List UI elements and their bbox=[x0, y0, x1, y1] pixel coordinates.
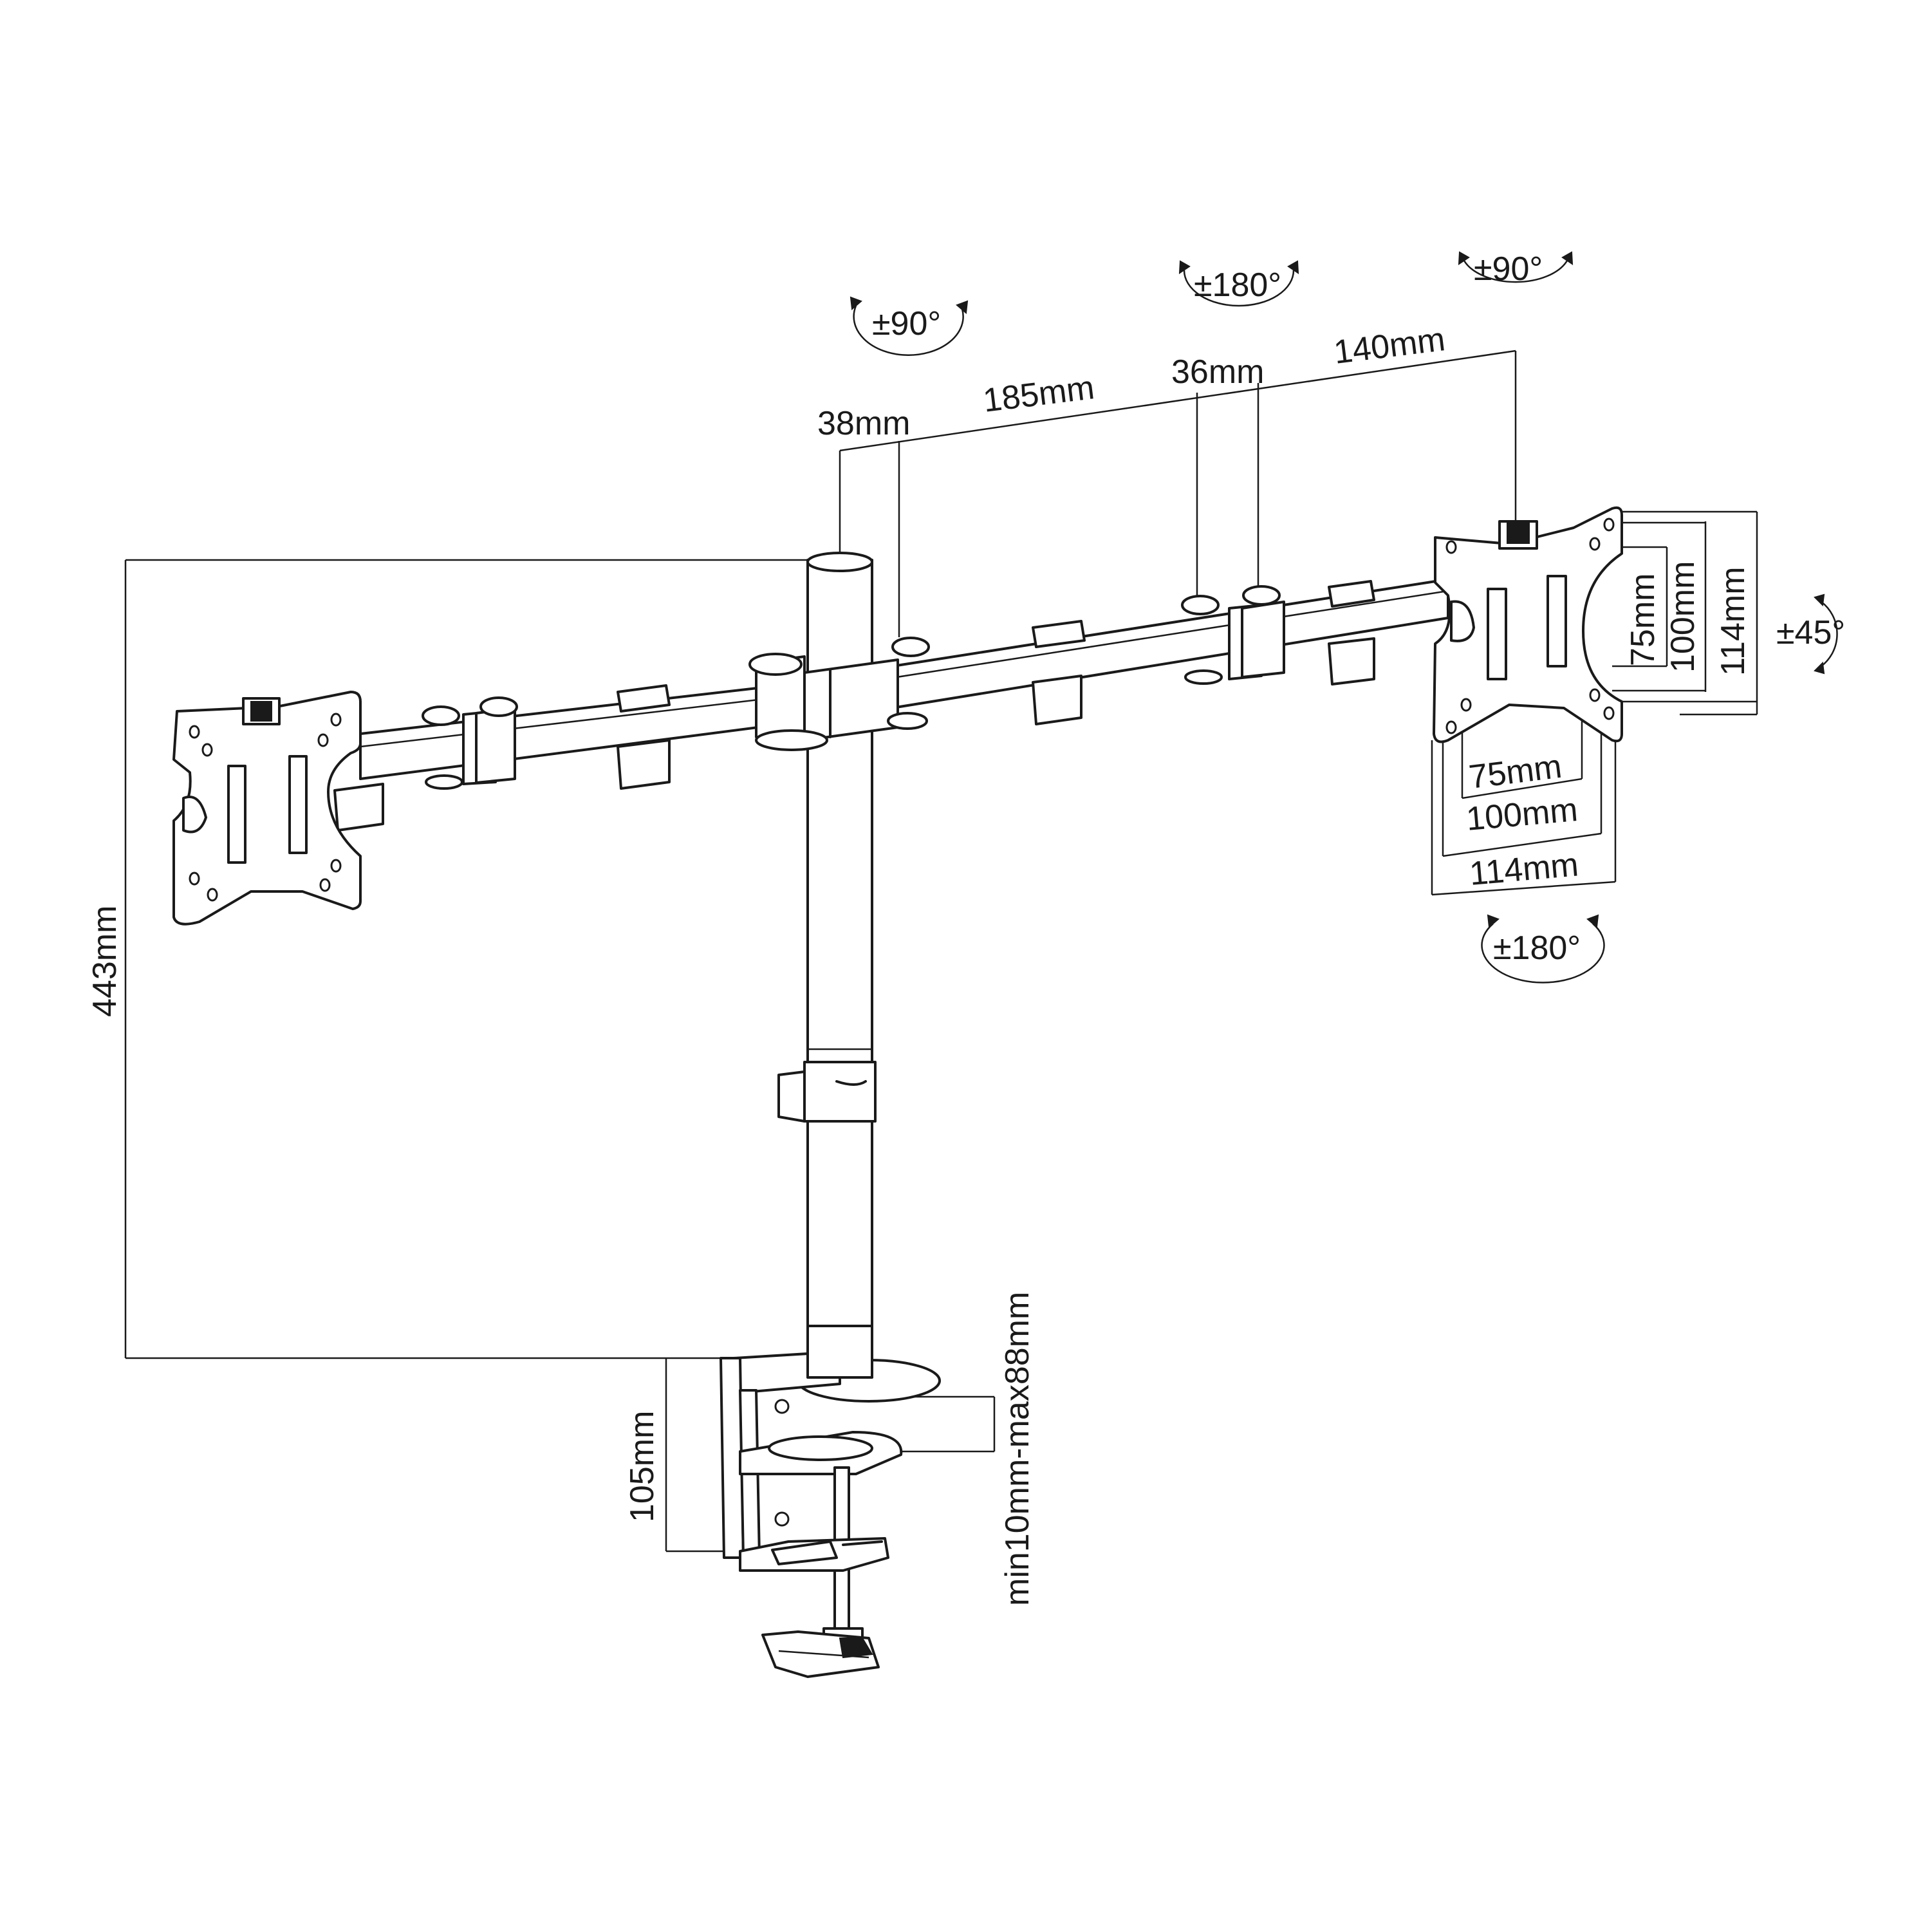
rotation-arc-tilt bbox=[1458, 251, 1574, 283]
arm bbox=[333, 578, 1449, 832]
label-segment-one: 185mm bbox=[981, 369, 1096, 420]
label-vesa-horizontal-medium: 100mm bbox=[1465, 791, 1579, 838]
label-height: 443mm bbox=[86, 906, 124, 1017]
label-vesa-vertical-large: 114mm bbox=[1714, 566, 1752, 676]
right-vesa-plate bbox=[1433, 506, 1623, 743]
label-pole-width: 38mm bbox=[817, 405, 910, 442]
label-head-rotation: ±180° bbox=[1493, 929, 1581, 967]
left-vesa-plate bbox=[172, 691, 362, 926]
rotation-arc-swivel bbox=[1814, 593, 1838, 675]
label-clamp-height: 105mm bbox=[624, 1411, 661, 1522]
label-desk-thickness: min10mm-max88mm bbox=[999, 1292, 1036, 1606]
desk-clamp bbox=[720, 1325, 941, 1678]
arm-dimension-lines bbox=[839, 350, 1517, 637]
rotation-arc-mid bbox=[1178, 260, 1299, 307]
cable-clip bbox=[777, 1061, 877, 1123]
label-head-swivel: ±45° bbox=[1776, 614, 1845, 651]
label-vesa-vertical-medium: 100mm bbox=[1664, 561, 1702, 673]
label-vesa-vertical-small: 75mm bbox=[1624, 574, 1662, 666]
label-arm-left-joint: ±90° bbox=[872, 305, 941, 342]
rotation-arc-head bbox=[1481, 914, 1605, 984]
label-joint: 36mm bbox=[1171, 353, 1264, 391]
label-arm-mid-joint: ±180° bbox=[1194, 266, 1281, 304]
rotation-arc-left bbox=[850, 296, 969, 356]
dimension-labels: ±90° ±180° ±90° ±180° ±45° 38mm 185mm 36… bbox=[86, 250, 1845, 1606]
height-dimension bbox=[124, 559, 808, 1359]
vesa-vertical-dimensions bbox=[1612, 510, 1758, 716]
label-head-tilt: ±90° bbox=[1474, 250, 1543, 288]
label-vesa-horizontal-small: 75mm bbox=[1467, 748, 1563, 796]
